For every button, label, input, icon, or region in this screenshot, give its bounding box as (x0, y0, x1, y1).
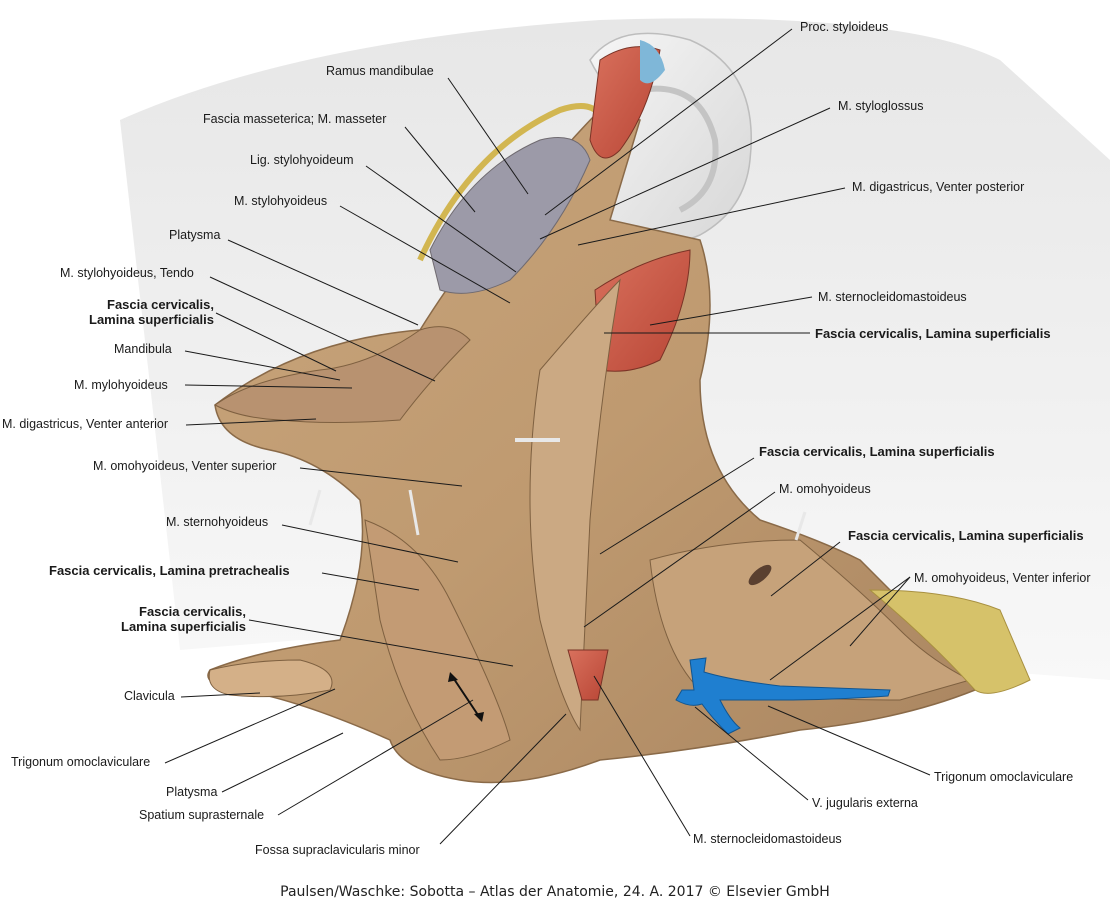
leader-stylohyoid (339, 205, 511, 304)
label-fascia-sup-left: Fascia cervicalis, Lamina superficialis (44, 297, 214, 327)
leader-fascia-sup-left (215, 312, 337, 372)
leader-pretrachealis (321, 572, 420, 591)
leader-omohyoid-superior (299, 467, 463, 487)
leader-scm-top (649, 296, 813, 326)
leader-styloglossus (539, 107, 831, 240)
leader-omohyoid (583, 491, 776, 628)
label-fascia-sup-left2: Fascia cervicalis, Lamina superficialis (76, 604, 246, 634)
label-v-jugularis: V. jugularis externa (812, 796, 918, 810)
label-platysma-bottom: Platysma (166, 785, 218, 799)
styloid-bone (640, 40, 665, 84)
leader-fossa (439, 713, 567, 845)
label-fascia-sup-left2-line1: Fascia cervicalis, (139, 604, 246, 619)
external-jugular-vein (675, 657, 891, 735)
leader-scm-bottom (593, 675, 691, 837)
fat-border-top (417, 103, 603, 262)
label-fascia-sup-left-line2: Lamina superficialis (89, 312, 214, 327)
leader-omohyoid-inferior-2 (849, 576, 911, 647)
leader-fascia-sup-right-3 (770, 541, 841, 597)
label-m-sternohyoideus: M. sternohyoideus (166, 515, 269, 529)
leader-ramus (447, 77, 529, 195)
label-trigonum-right: Trigonum omoclaviculare (934, 770, 1074, 784)
label-m-stylohyoideus-tendo: M. stylohyoideus, Tendo (60, 266, 194, 280)
label-m-digastricus-posterior: M. digastricus, Venter posterior (852, 180, 1025, 194)
leader-masseter (404, 126, 476, 213)
leader-trigonum-right (767, 705, 931, 776)
clavicle (208, 659, 333, 698)
leader-omohyoid-inferior-1 (769, 576, 911, 681)
label-clavicula: Clavicula (124, 689, 175, 703)
leader-mylohyoid (184, 384, 353, 389)
leader-spatium (277, 699, 474, 816)
label-ramus-mandibulae: Ramus mandibulae (326, 64, 434, 78)
label-m-scm-top: M. sternocleidomastoideus (818, 290, 967, 304)
ear-inner (639, 85, 719, 213)
label-m-digastricus-anterior: M. digastricus, Venter anterior (2, 417, 169, 431)
leader-platysma-top (227, 239, 419, 326)
probe-2 (308, 489, 322, 526)
label-m-omohyoideus: M. omohyoideus (779, 482, 871, 496)
label-fascia-sup-left-line1: Fascia cervicalis, (107, 297, 214, 312)
label-mandibula: Mandibula (114, 342, 172, 356)
leader-digastric-anterior (185, 418, 317, 426)
label-lig-stylohyoideum: Lig. stylohyoideum (250, 153, 354, 167)
leader-clavicula (180, 692, 261, 698)
leader-trigonum-left (164, 688, 336, 764)
leader-sternohyoid (281, 524, 459, 563)
lateral-fascia-flap (649, 539, 972, 701)
label-m-omohyoideus-inferior: M. omohyoideus, Venter inferior (914, 571, 1091, 585)
label-trigonum-left: Trigonum omoclaviculare (11, 755, 151, 769)
leader-v-jugularis (694, 706, 809, 801)
leader-lig-stylohyoid (365, 165, 517, 273)
label-fascia-sup-left2-line2: Lamina superficialis (121, 619, 246, 634)
fat-border-right (868, 589, 1031, 694)
masseter-area (429, 137, 591, 294)
label-m-stylohyoideus: M. stylohyoideus (234, 194, 328, 208)
probe-4 (794, 511, 807, 541)
probe-3 (408, 489, 420, 536)
label-fascia-pretrachealis: Fascia cervicalis, Lamina pretrachealis (49, 563, 290, 578)
leader-proc-styloid (544, 28, 793, 216)
label-platysma-top: Platysma (169, 228, 221, 242)
label-m-mylohyoideus: M. mylohyoideus (74, 378, 168, 392)
label-fascia-sup-right-2: Fascia cervicalis, Lamina superficialis (759, 444, 995, 459)
label-spatium: Spatium suprasternale (139, 808, 265, 822)
leader-platysma-bottom (221, 732, 344, 793)
label-fascia-masseterica: Fascia masseterica; M. masseter (203, 112, 387, 126)
leader-mandibula (184, 350, 341, 381)
leader-fascia-sup-left2 (248, 619, 514, 667)
leader-fascia-sup-right-2 (599, 457, 755, 555)
neck-illustration (120, 18, 1110, 845)
scm-upper (594, 249, 691, 372)
copyright-credit: Paulsen/Waschke: Sobotta – Atlas der Ana… (280, 884, 830, 900)
arrow-head-bottom (474, 712, 484, 722)
double-arrow (451, 675, 481, 719)
label-proc-styloideus: Proc. styloideus (800, 20, 889, 34)
sternohyoid-band (364, 519, 511, 761)
fascia-opening (748, 564, 772, 586)
arrow-head-top (448, 672, 458, 682)
label-fossa: Fossa supraclavicularis minor (255, 843, 420, 857)
label-fascia-sup-right-1: Fascia cervicalis, Lamina superficialis (815, 326, 1051, 341)
label-fascia-sup-right-3: Fascia cervicalis, Lamina superficialis (848, 528, 1084, 543)
leader-stylohyoid-tendo (209, 276, 436, 382)
label-m-styloglossus: M. styloglossus (838, 99, 924, 113)
leader-lines (164, 28, 931, 845)
leader-digastric-posterior (577, 187, 846, 246)
label-m-omohyoideus-superior: M. omohyoideus, Venter superior (93, 459, 277, 473)
label-m-scm-bottom: M. sternocleidomastoideus (693, 832, 842, 846)
scm-lower-muscle (567, 649, 609, 701)
scm-band (529, 278, 621, 732)
